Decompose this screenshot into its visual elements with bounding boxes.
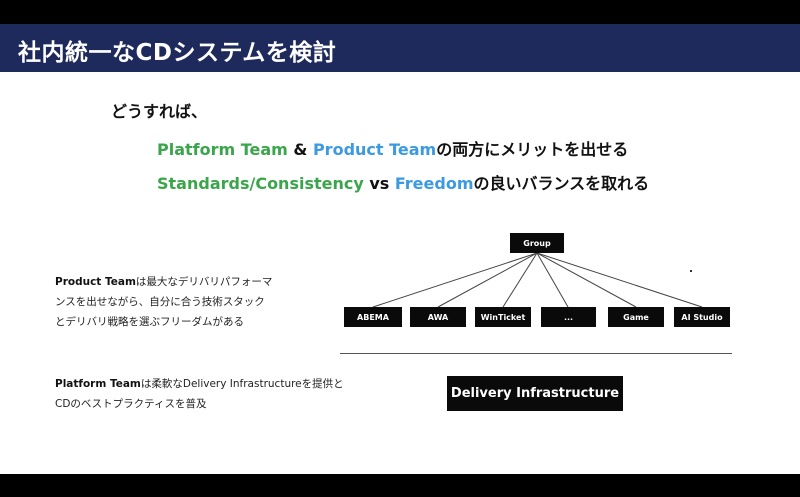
- connector-awa: [437, 252, 538, 308]
- section-divider: [340, 353, 732, 354]
- goal-line-1: Platform Team & Product Teamの両方にメリットを出せる: [157, 136, 628, 160]
- goal-line-2-sep: vs: [363, 174, 395, 193]
- stray-dot: [690, 270, 692, 272]
- connector-winticket: [502, 252, 538, 308]
- freedom-label: Freedom: [394, 174, 474, 193]
- goal-line-2: Standards/Consistency vs Freedomの良いバランスを…: [157, 170, 649, 194]
- slide-header: 社内統一なCDシステムを検討: [0, 24, 800, 72]
- connector-ai-studio: [536, 252, 703, 308]
- product-desc-line2: ンスを出せながら、自分に合う技術スタック: [55, 296, 265, 308]
- platform-team-description: Platform Teamは柔軟なDelivery Infrastructure…: [55, 374, 344, 414]
- slide-title: 社内統一なCDシステムを検討: [18, 40, 337, 66]
- platform-desc-line2: CDのベストプラクティスを普及: [55, 398, 207, 410]
- team-node-abema: ABEMA: [344, 307, 402, 327]
- goal-line-1-rest: の両方にメリットを出せる: [436, 140, 629, 159]
- product-desc-bold: Product Team: [55, 276, 136, 288]
- product-team-description: Product Teamは最大なデリバリパフォーマ ンスを出せながら、自分に合う…: [55, 272, 325, 332]
- goal-line-1-sep: &: [287, 140, 313, 159]
- platform-desc-bold: Platform Team: [55, 378, 141, 390]
- product-team-label: Product Team: [312, 140, 437, 159]
- slide: 社内統一なCDシステムを検討 どうすれば、 Platform Team & Pr…: [0, 24, 800, 474]
- team-node-awa: AWA: [410, 307, 466, 327]
- connector-abema: [372, 252, 538, 308]
- hierarchy-connectors: [372, 252, 703, 308]
- goal-line-2-rest: の良いバランスを取れる: [473, 174, 650, 193]
- intro-text: どうすれば、: [111, 102, 208, 121]
- platform-team-label: Platform Team: [157, 140, 288, 159]
- platform-desc-line1: は柔軟なDelivery Infrastructureを提供と: [140, 378, 344, 390]
- team-node-game: Game: [608, 307, 664, 327]
- team-node-ai-studio: AI Studio: [674, 307, 730, 327]
- delivery-infrastructure-node: Delivery Infrastructure: [447, 376, 623, 411]
- product-desc-line1: は最大なデリバリパフォーマ: [135, 276, 273, 288]
- team-node-winticket: WinTicket: [475, 307, 531, 327]
- team-node-ellipsis: ...: [541, 307, 596, 327]
- standards-label: Standards/Consistency: [157, 174, 364, 193]
- product-desc-line3: とデリバリ戦略を選ぶフリーダムがある: [55, 316, 244, 328]
- group-node: Group: [510, 233, 564, 253]
- connector-ellipsis: [536, 252, 569, 308]
- connector-game: [536, 252, 637, 308]
